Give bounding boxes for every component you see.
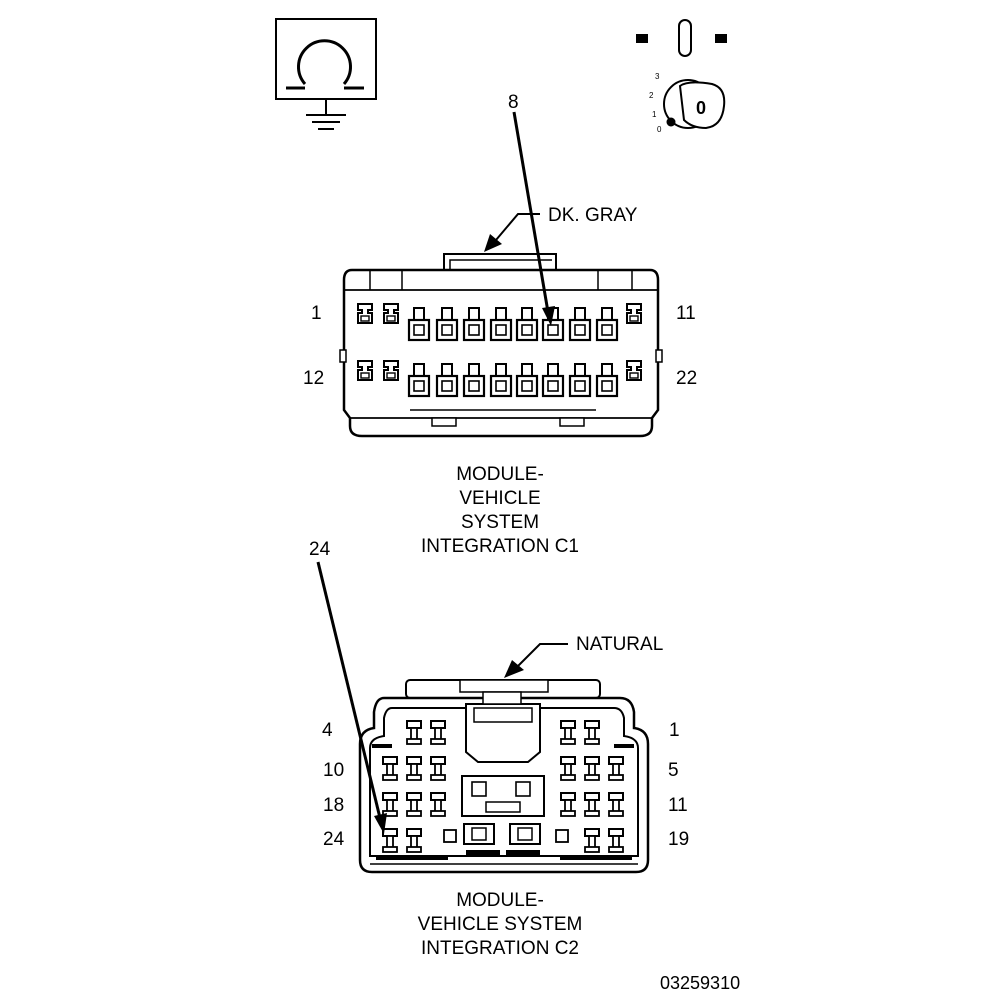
c1-pin-label-top-left: 1: [311, 303, 322, 324]
ignition-position-0: 0: [657, 125, 662, 134]
c2-color-leader: [504, 643, 568, 678]
c2-pin-label-row2-left: 10: [323, 760, 345, 781]
c1-pin-label-bottom-right: 22: [676, 368, 698, 389]
c2-pin-label-row1-left: 4: [322, 720, 333, 741]
c1-caption-line: INTEGRATION C1: [421, 536, 579, 557]
c2-color-label: NATURAL: [576, 634, 664, 655]
c1-callout-pin-label: 8: [508, 92, 519, 113]
c2-callout-arrow: [316, 561, 387, 834]
c2-callout-pin-label: 24: [309, 539, 331, 560]
ground-symbol-icon: [275, 18, 377, 130]
c2-pin-label-row4-right: 19: [668, 829, 690, 850]
c1-caption: MODULE- VEHICLE SYSTEM INTEGRATION C1: [400, 463, 600, 559]
ignition-position-3: 3: [655, 72, 660, 81]
connector-c1: [339, 111, 663, 438]
c1-pin-label-top-right: 11: [676, 303, 696, 324]
c2-caption-line: MODULE-: [456, 890, 544, 911]
c2-caption-line: VEHICLE SYSTEM: [417, 914, 583, 935]
c1-color-label: DK. GRAY: [548, 205, 638, 226]
c1-caption-line: SYSTEM: [460, 512, 540, 533]
ignition-position-2: 2: [649, 91, 654, 100]
c1-pin-label-bottom-left: 12: [303, 368, 325, 389]
connector-c2: [316, 561, 650, 874]
c2-pin-label-row3-right: 11: [668, 795, 688, 816]
c1-caption-line: VEHICLE: [459, 488, 541, 509]
c2-caption: MODULE- VEHICLE SYSTEM INTEGRATION C2: [380, 889, 620, 961]
ignition-position-1: 1: [652, 110, 657, 119]
c1-caption-line: MODULE-: [456, 464, 544, 485]
c2-pin-label-row4-left: 24: [323, 829, 345, 850]
c2-pin-label-row1-right: 1: [669, 720, 680, 741]
c2-center-cavities: [443, 775, 569, 856]
c1-callout-arrow: [512, 111, 555, 326]
c2-caption-line: INTEGRATION C2: [421, 938, 579, 959]
c2-pin-label-row3-left: 18: [323, 795, 345, 816]
c2-pin-label-row2-right: 5: [668, 760, 679, 781]
ignition-key-letter: 0: [696, 98, 707, 118]
document-id: 03259310: [660, 973, 741, 993]
ignition-key-icon: [636, 19, 727, 130]
